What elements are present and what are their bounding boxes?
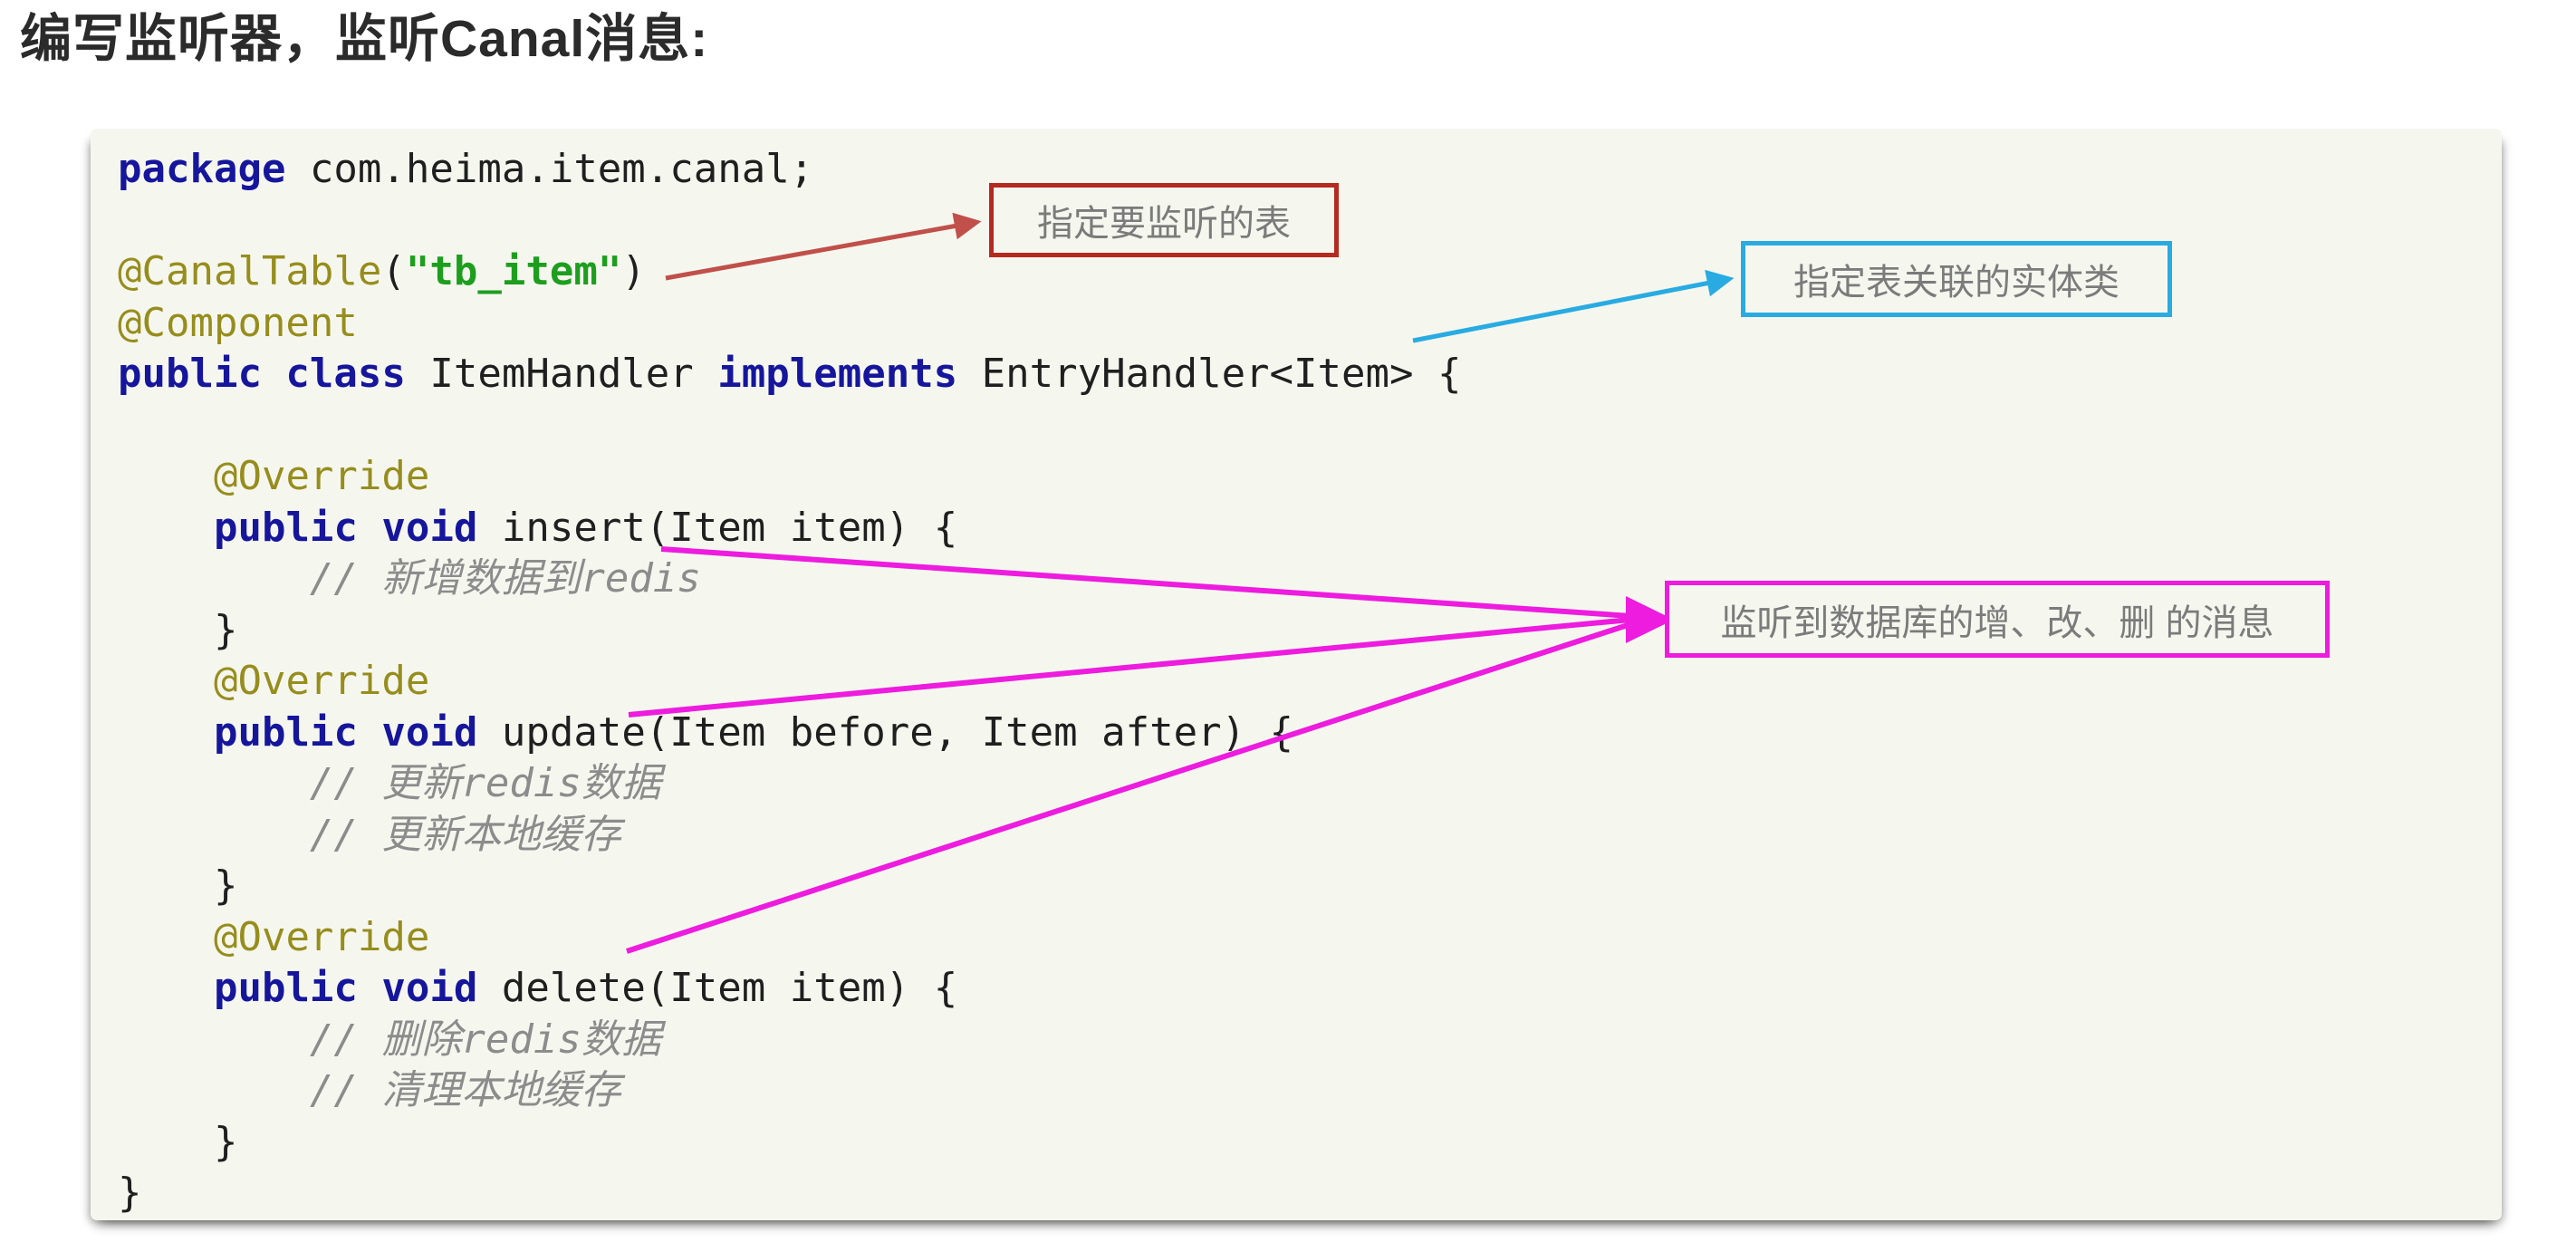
code-line: @Component	[118, 299, 358, 346]
code-line: }	[118, 862, 238, 909]
code-line	[118, 400, 2493, 452]
code: package com.heima.item.canal; @CanalTable…	[118, 144, 2493, 1219]
callout-entity: 指定表关联的实体类	[1741, 241, 2172, 317]
code-line: public void delete(Item item) {	[213, 965, 958, 1011]
code-line: // 更新redis数据	[118, 760, 661, 806]
callout-table-label: 指定要监听的表	[1037, 204, 1291, 244]
code-line: public void update(Item before, Item aft…	[213, 708, 1294, 756]
callout-messages-label: 监听到数据库的增、改、删 的消息	[1720, 602, 2274, 643]
code-line: // 更新本地缓存	[118, 811, 621, 858]
callout-table: 指定要监听的表	[989, 183, 1339, 257]
code-line: // 新增数据到redis	[118, 555, 701, 602]
code-line: }	[118, 606, 238, 653]
code-line: public void insert(Item item) {	[213, 504, 958, 551]
page-title: 编写监听器，监听Canal消息:	[20, 10, 709, 68]
code-line: }	[118, 1118, 238, 1165]
callout-messages: 监听到数据库的增、改、删 的消息	[1665, 581, 2330, 658]
code-line: @CanalTable("tb_item")	[118, 248, 646, 294]
code-line: }	[118, 1170, 142, 1216]
code-line: @Override	[213, 453, 430, 499]
code-line: @Override	[213, 658, 430, 704]
code-line: public class ItemHandler implements Entr…	[118, 351, 1462, 397]
code-line: @Override	[213, 913, 430, 960]
callout-entity-label: 指定表关联的实体类	[1793, 263, 2119, 303]
code-line: package com.heima.item.canal;	[118, 146, 814, 192]
code-line: // 清理本地缓存	[118, 1067, 621, 1113]
code-line: // 删除redis数据	[118, 1016, 661, 1063]
